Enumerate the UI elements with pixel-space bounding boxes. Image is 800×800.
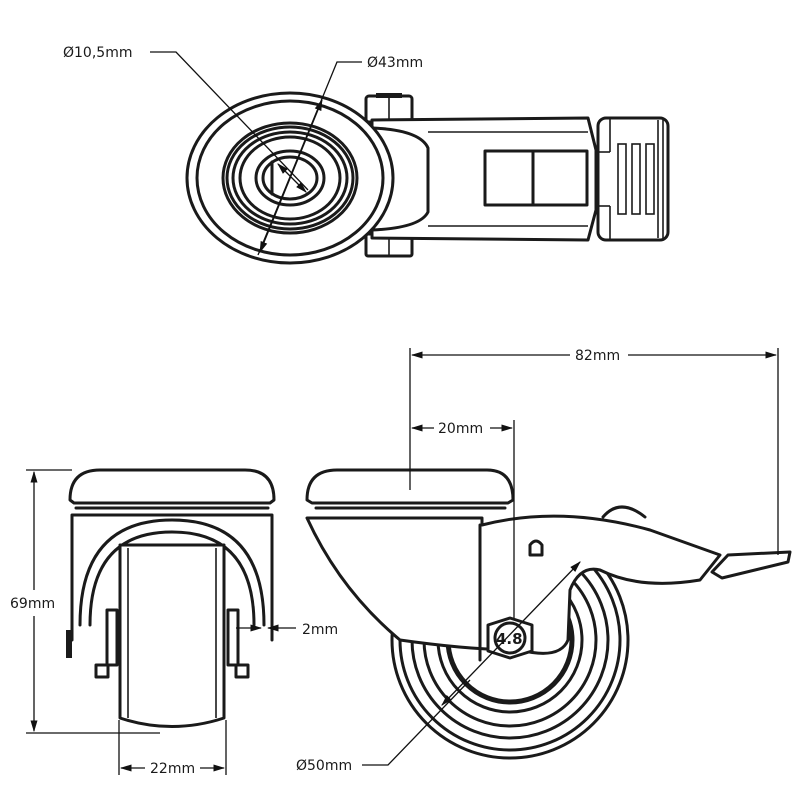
dim-label-total-length: 82mm [575,348,620,364]
dim-wheel-width: 22mm [118,720,227,777]
dim-label-bolt-hole: Ø10,5mm [63,45,132,61]
dim-label-swivel-offset: 20mm [438,421,483,437]
brake-pedal-top [596,116,670,242]
dim-total-height: 69mm [10,469,160,734]
front-wheel [118,543,226,728]
dim-label-bracket-thickness: 2mm [302,622,338,638]
front-view: 69mm 22mm 2mm [10,468,338,777]
side-view: 4.8 82mm 20mm Ø50mm [296,348,792,774]
brake-knob [601,505,647,519]
hex-nut: 4.8 [486,616,534,660]
dim-label-wheel-width: 22mm [150,761,195,777]
dim-label-total-height: 69mm [10,596,55,612]
top-view: Ø10,5mm Ø43mm [63,45,670,265]
dim-label-plate-diameter: Ø43mm [367,55,423,71]
brake-pedal-side [710,550,792,580]
bracket-arch-outer [78,518,266,627]
bracket-arch-inner [88,530,256,627]
dim-wheel-diameter: Ø50mm [296,561,581,774]
top-nut [364,93,414,124]
front-top-plate [68,468,276,505]
dim-plate-diameter: Ø43mm [257,55,423,256]
dim-label-wheel-diameter: Ø50mm [296,758,352,774]
dim-total-length: 82mm [409,348,779,555]
brake-window [483,149,589,207]
dim-bracket-thickness: 2mm [236,622,338,638]
lock-mark [528,539,544,557]
